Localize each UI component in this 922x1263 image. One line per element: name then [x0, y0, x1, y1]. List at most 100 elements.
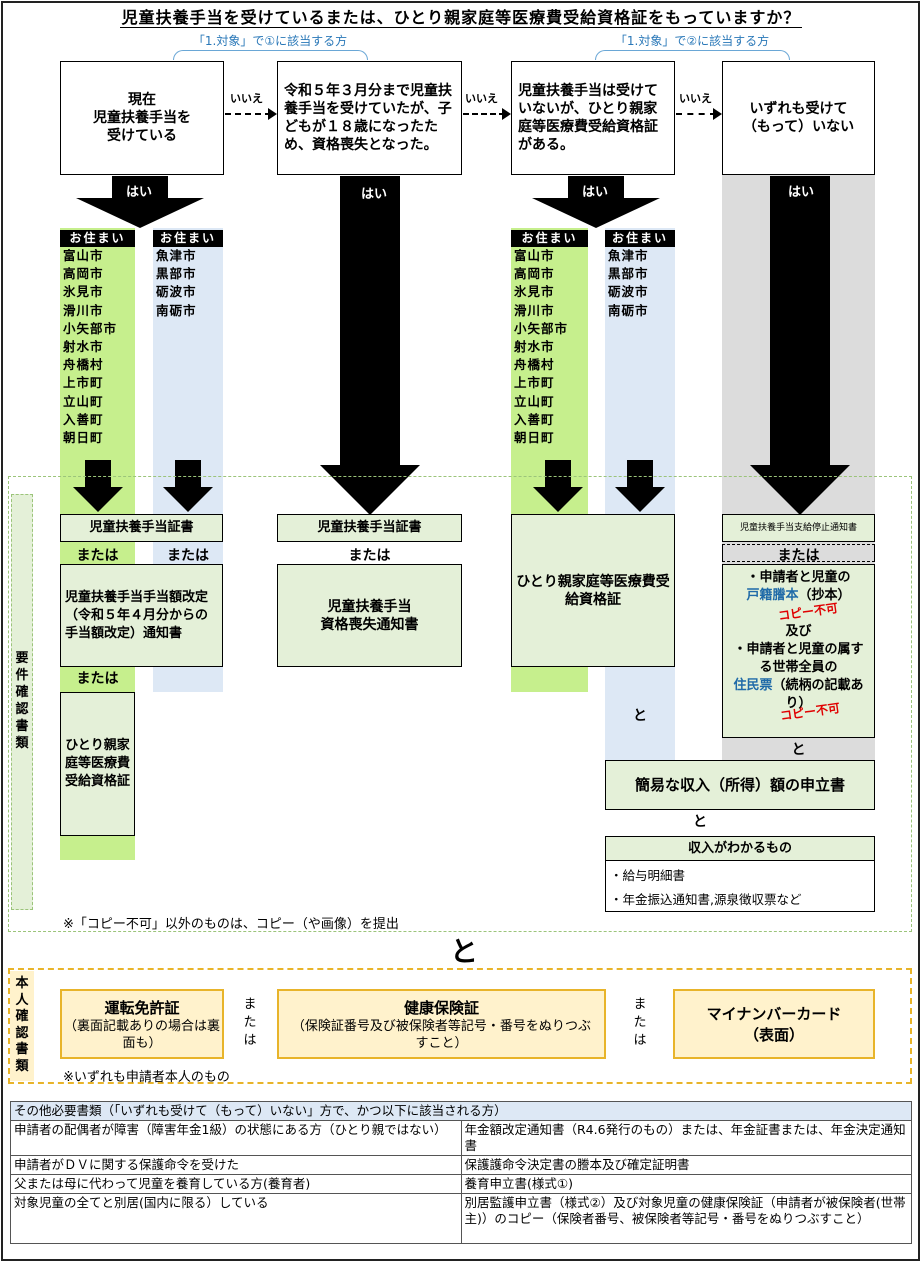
and-label: と [693, 814, 707, 830]
residence-header: お住まい [60, 230, 135, 247]
id-doc-title: 健康保険証 [403, 998, 479, 1017]
city-list: 富山市高岡市氷見市滑川市小矢部市射水市舟橋村上市町立山町入善町朝日町 [60, 247, 135, 447]
copy-note: ※「コピー不可」以外のものは、コピー（や画像）を提出 [63, 917, 399, 932]
table-row: 父または母に代わって児童を養育している方(養育者) 養育申立書(様式①) [10, 1174, 912, 1194]
city-item: 入善町 [63, 411, 104, 427]
dashed-arrow-2 [463, 113, 505, 115]
other-docs-table: その他必要書類（「いずれも受けて（もって）いない」方で、かつ以下に該当される方）… [10, 1101, 912, 1244]
or-vertical-2: または [633, 997, 647, 1048]
city-item: 小矢部市 [63, 320, 118, 336]
no-label-2: いいえ [465, 92, 498, 105]
city-item: 上市町 [514, 375, 555, 391]
doc-loss-notice: 児童扶養手当 資格喪失通知書 [277, 564, 462, 667]
income-item-payslip: ・給与明細書 [610, 868, 686, 883]
residence-list-b1: お住まい 魚津市黒部市砺波市南砺市 [153, 230, 223, 320]
city-item: 南砺市 [608, 302, 649, 318]
table-row: 対象児童の全てと別居(国内に限る）している 別居監護申立書（様式②）及び対象児童… [10, 1193, 912, 1244]
status-box-lost: 令和５年３月分まで児童扶養手当を受けていたが、子どもが１８歳になったため、資格喪… [277, 61, 462, 175]
city-item: 立山町 [514, 393, 555, 409]
or-label: または [348, 548, 391, 564]
small-arrow-1-head [73, 487, 123, 512]
dashed-arrow-head-3 [713, 108, 722, 120]
identity-section-label: 本人確認書類 [15, 976, 29, 1074]
city-item: 氷見市 [514, 284, 555, 300]
residence-list-a2: お住まい 富山市高岡市氷見市滑川市小矢部市射水市舟橋村上市町立山町入善町朝日町 [511, 230, 588, 447]
identity-label-bg [10, 971, 34, 1081]
small-arrow-2-shaft [175, 460, 201, 488]
or-label: または [167, 548, 209, 564]
city-item: 黒部市 [608, 266, 649, 282]
yes-label-2: はい [361, 187, 388, 202]
city-item: 滑川市 [63, 302, 104, 318]
id-doc-title: 運転免許証 [104, 998, 180, 1017]
arrows-layer [73, 176, 850, 515]
status-box-none: いずれも受けて （もって）いない [722, 61, 875, 175]
residence-list-a1: お住まい 富山市高岡市氷見市滑川市小矢部市射水市舟橋村上市町立山町入善町朝日町 [60, 230, 135, 447]
city-item: 砺波市 [156, 284, 197, 300]
status-box-receiving: 現在 児童扶養手当を 受けている [60, 61, 224, 175]
target-tag-1: 「1.対象」で①に該当する方 [192, 34, 348, 48]
identity-section-frame [8, 968, 912, 1084]
city-item: 舟橋村 [63, 357, 104, 373]
city-item: 上市町 [63, 375, 104, 391]
condition-cell: 申請者がＤＶに関する保護命令を受けた [10, 1155, 462, 1175]
none-arrow-shaft [770, 176, 830, 466]
city-item: 入善町 [514, 411, 555, 427]
none-arrow-head [750, 465, 850, 515]
doc-family-register: ・申請者と児童の 戸籍謄本（抄本） 及び ・申請者と児童の属する世帯全員の 住民… [722, 564, 875, 738]
city-item: 魚津市 [608, 248, 649, 263]
and-also-label: 及び [785, 624, 812, 639]
requirement-section-label: 要件確認書類 [15, 651, 29, 751]
no-label-3: いいえ [679, 92, 712, 105]
dashed-arrow-3 [676, 113, 716, 115]
doc-medical-cert-small: ひとり親家庭等医療費受給資格証 [60, 692, 135, 836]
family-register-line1: ・申請者と児童の [746, 570, 851, 585]
status-box-medical: 児童扶養手当は受けていないが、ひとり親家庭等医療費受給資格証がある。 [511, 61, 675, 175]
resident-suffix: （続柄の記載あり） [772, 678, 864, 711]
city-item: 富山市 [514, 248, 555, 263]
city-item: 立山町 [63, 393, 104, 409]
or-label: または [777, 548, 820, 564]
city-item: 滑川市 [514, 302, 555, 318]
small-arrow-3-head [533, 487, 583, 512]
id-health-insurance: 健康保険証 （保険証番号及び被保険者等記号・番号をぬりつぶすこと） [277, 989, 606, 1059]
small-arrow-4-head [615, 487, 665, 512]
table-row: 申請者の配偶者が障害（障害年金1級）の状態にある方（ひとり親ではない） 年金額改… [10, 1120, 912, 1156]
city-item: 高岡市 [514, 266, 555, 282]
resident-line2: 住民票（続柄の記載あり） [729, 677, 868, 713]
or-vertical-1: または [243, 997, 257, 1048]
resident-line1: ・申請者と児童の属する世帯全員の [733, 642, 864, 675]
family-register-suffix: （抄本） [798, 588, 851, 603]
small-arrow-4-shaft [627, 460, 653, 488]
lost-arrow-head [320, 465, 420, 515]
city-item: 朝日町 [514, 430, 555, 446]
identity-note: ※いずれも申請者本人のもの [63, 1070, 230, 1085]
residence-list-b2: お住まい 魚津市黒部市砺波市南砺市 [605, 230, 675, 320]
requirement-section-frame [8, 476, 912, 932]
id-doc-title: マイナンバーカード [706, 1005, 842, 1023]
doc-revision-notice: 児童扶養手当手当額改定（令和５年４月分からの手当額改定）通知書 [60, 564, 223, 667]
doc-stop-notice: 児童扶養手当支給停止通知書 [722, 514, 875, 542]
small-arrow-3-shaft [545, 460, 571, 488]
city-item: 高岡市 [63, 266, 104, 282]
family-register-name: 戸籍謄本 [746, 588, 799, 603]
no-label-1: いいえ [230, 92, 263, 105]
city-item: 射水市 [514, 339, 555, 355]
id-doc-note: （表面） [743, 1026, 804, 1044]
city-item: 朝日町 [63, 430, 104, 446]
city-item: 砺波市 [608, 284, 649, 300]
requirement-section-label-bg [11, 494, 33, 910]
income-proof-box: 収入がわかるもの ・給与明細書 ・年金振込通知書,源泉徴収票など [605, 836, 875, 912]
and-label: と [633, 708, 647, 724]
yes-label-3: はい [582, 185, 609, 200]
or-label: または [76, 671, 119, 687]
city-item: 小矢部市 [514, 320, 569, 336]
condition-cell: 父または母に代わって児童を養育している方(養育者) [10, 1174, 462, 1194]
condition-cell: 対象児童の全てと別居(国内に限る）している [10, 1193, 462, 1244]
lost-arrow-shaft [340, 176, 400, 466]
city-item: 南砺市 [156, 302, 197, 318]
other-docs-header: その他必要書類（「いずれも受けて（もって）いない」方で、かつ以下に該当される方） [10, 1101, 912, 1121]
or-band [722, 544, 875, 562]
document-cell: 養育申立書(様式①) [460, 1174, 912, 1194]
